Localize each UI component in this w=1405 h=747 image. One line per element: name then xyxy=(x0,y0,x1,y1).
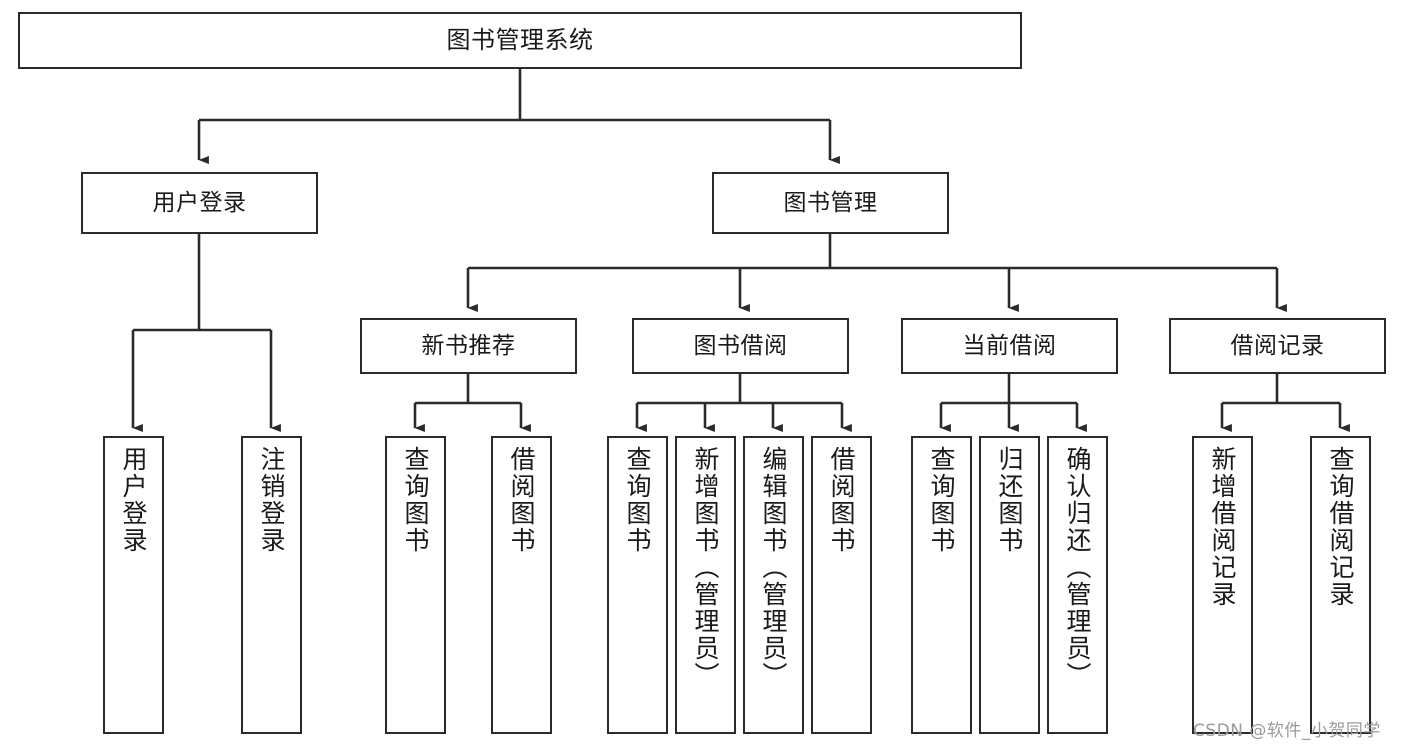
leaf-edit-book-admin[interactable]: 编辑图书（管理员） xyxy=(743,436,804,734)
node-label: 用户登录 xyxy=(119,446,148,554)
node-label: 确认归还（管理员） xyxy=(1063,446,1092,689)
node-label: 图书管理系统 xyxy=(446,25,594,54)
node-label: 新增借阅记录 xyxy=(1208,446,1237,608)
node-root-book-management-system[interactable]: 图书管理系统 xyxy=(18,12,1022,69)
node-label: 查询图书 xyxy=(401,446,430,554)
leaf-add-borrow-record[interactable]: 新增借阅记录 xyxy=(1192,436,1253,734)
node-label: 查询借阅记录 xyxy=(1326,446,1355,608)
node-user-login[interactable]: 用户登录 xyxy=(81,172,318,234)
node-label: 图书借阅 xyxy=(693,332,788,359)
node-label: 借阅图书 xyxy=(507,446,536,554)
leaf-borrow-books-new[interactable]: 借阅图书 xyxy=(491,436,552,734)
leaf-logout[interactable]: 注销登录 xyxy=(241,436,302,734)
node-label: 查询图书 xyxy=(927,446,956,554)
node-new-book-recommendation[interactable]: 新书推荐 xyxy=(360,318,577,374)
leaf-query-books-new[interactable]: 查询图书 xyxy=(385,436,446,734)
node-label: 注销登录 xyxy=(257,446,286,554)
node-book-borrowing[interactable]: 图书借阅 xyxy=(632,318,849,374)
node-label: 编辑图书（管理员） xyxy=(759,446,788,689)
node-label: 新书推荐 xyxy=(421,332,516,359)
leaf-add-book-admin[interactable]: 新增图书（管理员） xyxy=(675,436,736,734)
leaf-query-books-current[interactable]: 查询图书 xyxy=(911,436,972,734)
node-label: 归还图书 xyxy=(995,446,1024,554)
node-label: 图书管理 xyxy=(783,189,878,216)
node-label: 新增图书（管理员） xyxy=(691,446,720,689)
node-label: 借阅图书 xyxy=(827,446,856,554)
leaf-query-borrow-record[interactable]: 查询借阅记录 xyxy=(1310,436,1371,734)
node-current-borrowing[interactable]: 当前借阅 xyxy=(901,318,1118,374)
leaf-confirm-return-admin[interactable]: 确认归还（管理员） xyxy=(1047,436,1108,734)
leaf-query-books-borrow[interactable]: 查询图书 xyxy=(607,436,668,734)
leaf-return-books[interactable]: 归还图书 xyxy=(979,436,1040,734)
node-label: 借阅记录 xyxy=(1230,332,1325,359)
leaf-user-login[interactable]: 用户登录 xyxy=(103,436,164,734)
node-label: 当前借阅 xyxy=(962,332,1057,359)
node-label: 用户登录 xyxy=(152,189,247,216)
node-label: 查询图书 xyxy=(623,446,652,554)
node-book-management[interactable]: 图书管理 xyxy=(712,172,949,234)
csdn-watermark: CSDN @软件_小贺同学 xyxy=(1193,721,1381,741)
leaf-borrow-books[interactable]: 借阅图书 xyxy=(811,436,872,734)
node-borrowing-records[interactable]: 借阅记录 xyxy=(1169,318,1386,374)
